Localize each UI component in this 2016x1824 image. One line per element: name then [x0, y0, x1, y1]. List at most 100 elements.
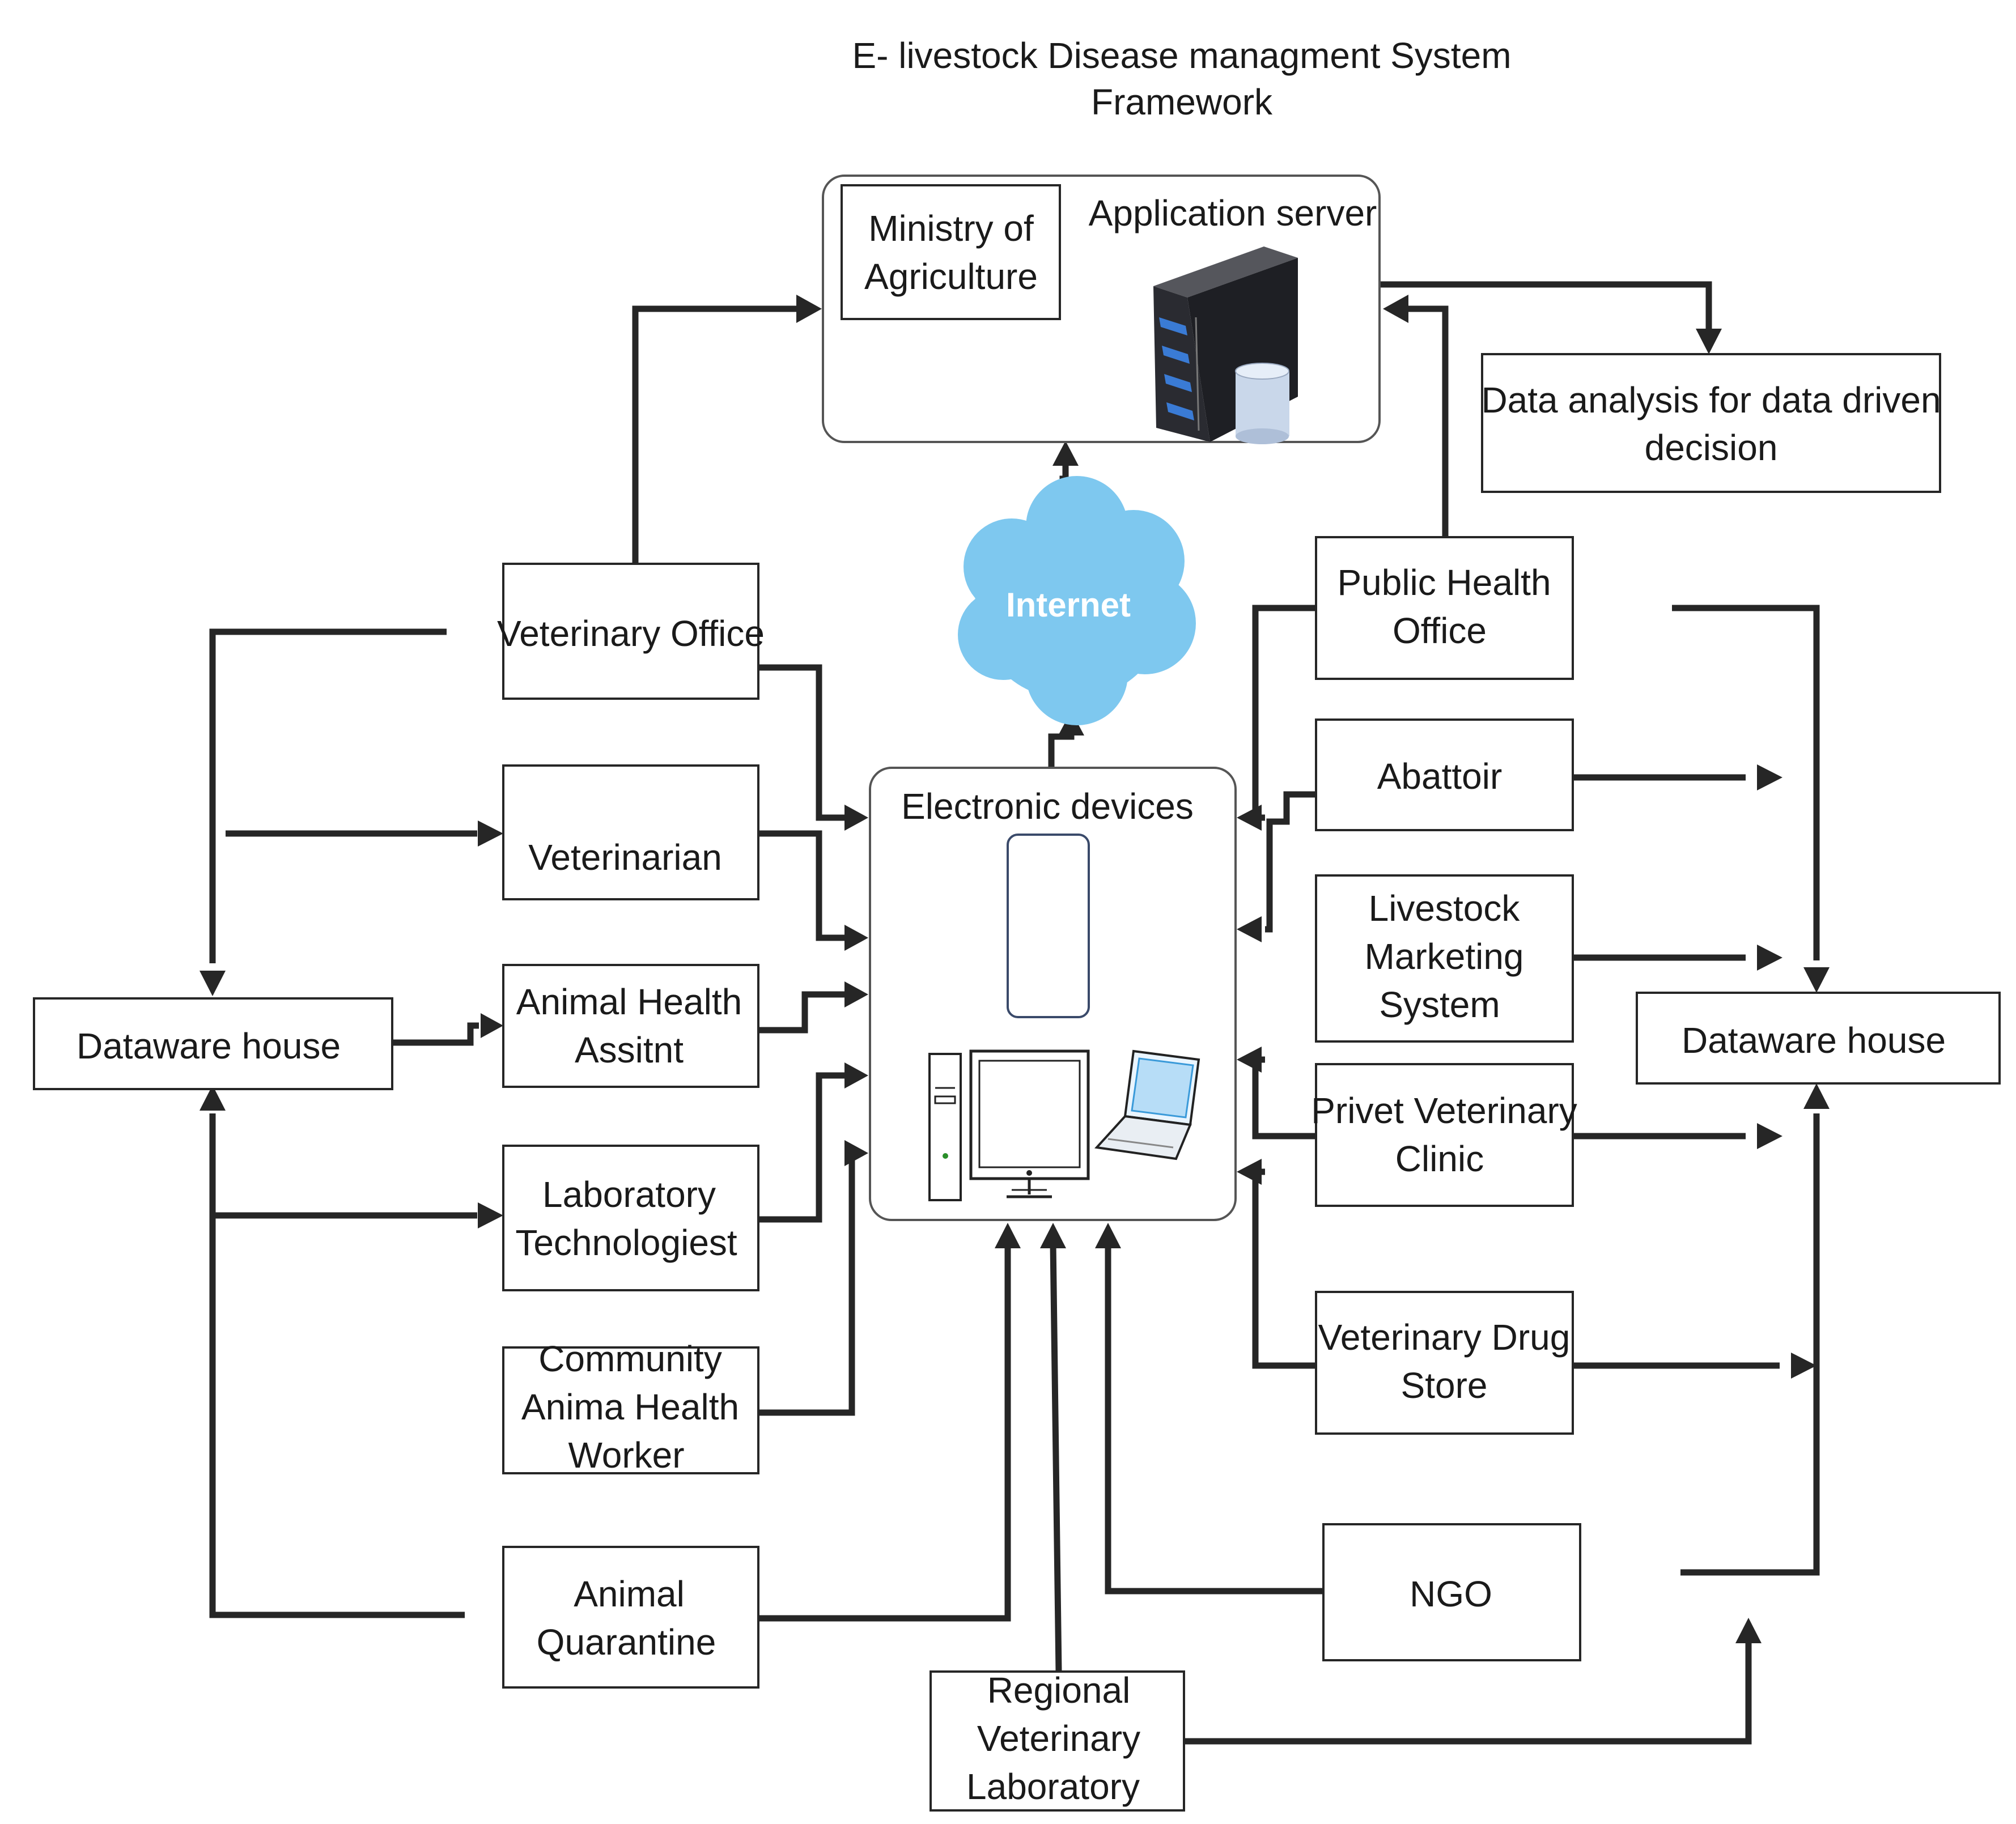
private-clinic-box[interactable] [1315, 1063, 1574, 1207]
title-line-2: Framework [1091, 82, 1273, 122]
wire-ngo-to-devices [1105, 1244, 1323, 1595]
arrowhead [1757, 764, 1782, 790]
wire-clinic-to-devices [1252, 1056, 1316, 1140]
community-line-3: Worker [568, 1435, 684, 1476]
aha-line-1: Animal Health [516, 981, 742, 1022]
drug-store-line-2: Store [1401, 1365, 1488, 1406]
left-nodes: Veterinary Office Veterinarian Animal He… [497, 563, 765, 1689]
drug-store-box[interactable] [1315, 1291, 1574, 1435]
wire-top-to-right-dataware [1672, 605, 1820, 960]
wire-devices-to-internet [1048, 731, 1075, 768]
dataware-house-left-label: Dataware house [77, 1026, 341, 1066]
labtech-line-2: Technologiest [515, 1222, 737, 1263]
animal-health-assistant-box[interactable] [502, 964, 759, 1088]
wire-dataware-to-aha [392, 1022, 479, 1046]
wire-aha-to-devices [758, 991, 850, 1034]
regional-lab-line-3: Laboratory [966, 1766, 1140, 1807]
arrowhead [1095, 1223, 1121, 1248]
laboratory-technologist-box[interactable] [502, 1145, 759, 1291]
arrowhead [200, 971, 226, 996]
ministry-line-2: Agriculture [864, 256, 1038, 297]
abattoir-label: Abattoir [1377, 756, 1503, 797]
wire-server-to-analysis [1298, 281, 1712, 335]
quarantine-line-1: Animal [574, 1574, 685, 1614]
arrowhead [1237, 1047, 1262, 1073]
clinic-line-1: Privet Veterinary [1311, 1090, 1577, 1131]
desktop-tower-icon [928, 1053, 962, 1201]
ministry-of-agriculture-box[interactable] [841, 184, 1061, 320]
arrowhead [1757, 945, 1782, 971]
regional-lab-line-2: Veterinary [977, 1718, 1140, 1759]
wire-vetoffice-to-appserver [632, 305, 805, 564]
regional-lab-box[interactable] [930, 1670, 1185, 1812]
title-line-1: E- livestock Disease managment System [852, 35, 1511, 76]
wire-bottom-to-left-dataware [209, 1113, 465, 1618]
animal-quarantine-box[interactable] [502, 1546, 759, 1689]
application-server-group: Application server Ministry of Agricultu… [822, 175, 1381, 444]
internet-label: Internet [1006, 586, 1131, 624]
wire-quarantine-to-devices [758, 1244, 1011, 1622]
wire-publichealth-to-appserver [1406, 305, 1449, 538]
wire-veterinarian-to-devices [758, 830, 850, 941]
veterinarian-label: Veterinarian [528, 837, 722, 878]
ngo-box[interactable] [1322, 1523, 1581, 1661]
right-nodes: Public Health Office Abattoir Livestock … [1311, 536, 1581, 1661]
wire-top-to-left-dataware [209, 628, 447, 963]
phone-icon [1007, 834, 1090, 1018]
veterinary-office-box[interactable] [502, 563, 759, 700]
livestock-marketing-box[interactable] [1315, 874, 1574, 1043]
arrowhead [844, 1062, 868, 1089]
arrowhead [1052, 441, 1079, 466]
wire-regionallab-to-devices [1050, 1243, 1062, 1672]
veterinarian-box[interactable] [502, 764, 759, 900]
arrowhead [1735, 1618, 1762, 1643]
quarantine-line-2: Quarantine [537, 1622, 716, 1663]
arrowhead [478, 820, 503, 847]
arrowhead [478, 1202, 503, 1228]
community-line-2: Anima Health [521, 1387, 739, 1427]
arrowhead [1237, 916, 1262, 942]
data-analysis-line-2: decision [1645, 427, 1778, 468]
arrowhead [844, 925, 868, 951]
aha-line-2: Assitnt [575, 1030, 684, 1070]
arrowhead [1791, 1353, 1816, 1379]
wire-vetoffice-to-devices [758, 664, 850, 821]
abattoir-box[interactable] [1315, 718, 1574, 831]
arrowhead [995, 1223, 1021, 1248]
drug-store-line-1: Veterinary Drug [1318, 1317, 1571, 1358]
connectors [209, 250, 1820, 1745]
dataware-house-right-box[interactable] [1636, 992, 2001, 1085]
arrowhead [796, 295, 822, 323]
arrowhead [1696, 329, 1722, 354]
data-analysis-box[interactable] [1481, 353, 1941, 493]
dataware-house-left-box[interactable] [33, 997, 393, 1090]
community-worker-box[interactable] [502, 1346, 759, 1474]
arrowhead [1383, 295, 1408, 323]
arrowhead [1757, 1123, 1782, 1149]
marketing-line-2: Marketing [1365, 936, 1524, 977]
ministry-line-1: Ministry of [868, 208, 1034, 249]
arrowhead [1803, 1083, 1830, 1109]
arrowhead [1237, 805, 1262, 831]
arrowhead [481, 1013, 503, 1038]
wire-abattoir-to-devices [1265, 791, 1316, 933]
arrowhead [200, 1085, 226, 1111]
monitor-icon [969, 1049, 1090, 1198]
public-health-line-1: Public Health [1337, 562, 1551, 603]
electronic-devices-label: Electronic devices [901, 786, 1194, 827]
veterinary-office-label: Veterinary Office [497, 613, 765, 654]
arrowhead [844, 805, 868, 831]
ngo-label: NGO [1410, 1574, 1492, 1614]
arrowheads [200, 295, 1830, 1643]
electronic-devices-group: Electronic devices [869, 767, 1237, 1221]
dataware-house-right-label: Dataware house [1682, 1020, 1946, 1061]
wire-publichealth-to-devices [1252, 605, 1316, 821]
community-line-1: Community [538, 1338, 722, 1379]
wire-labtech-to-devices [758, 1072, 850, 1223]
marketing-line-3: System [1379, 984, 1500, 1025]
application-server-label: Application server [1089, 193, 1377, 233]
arrowhead [844, 981, 868, 1007]
public-health-office-box[interactable] [1315, 536, 1574, 680]
